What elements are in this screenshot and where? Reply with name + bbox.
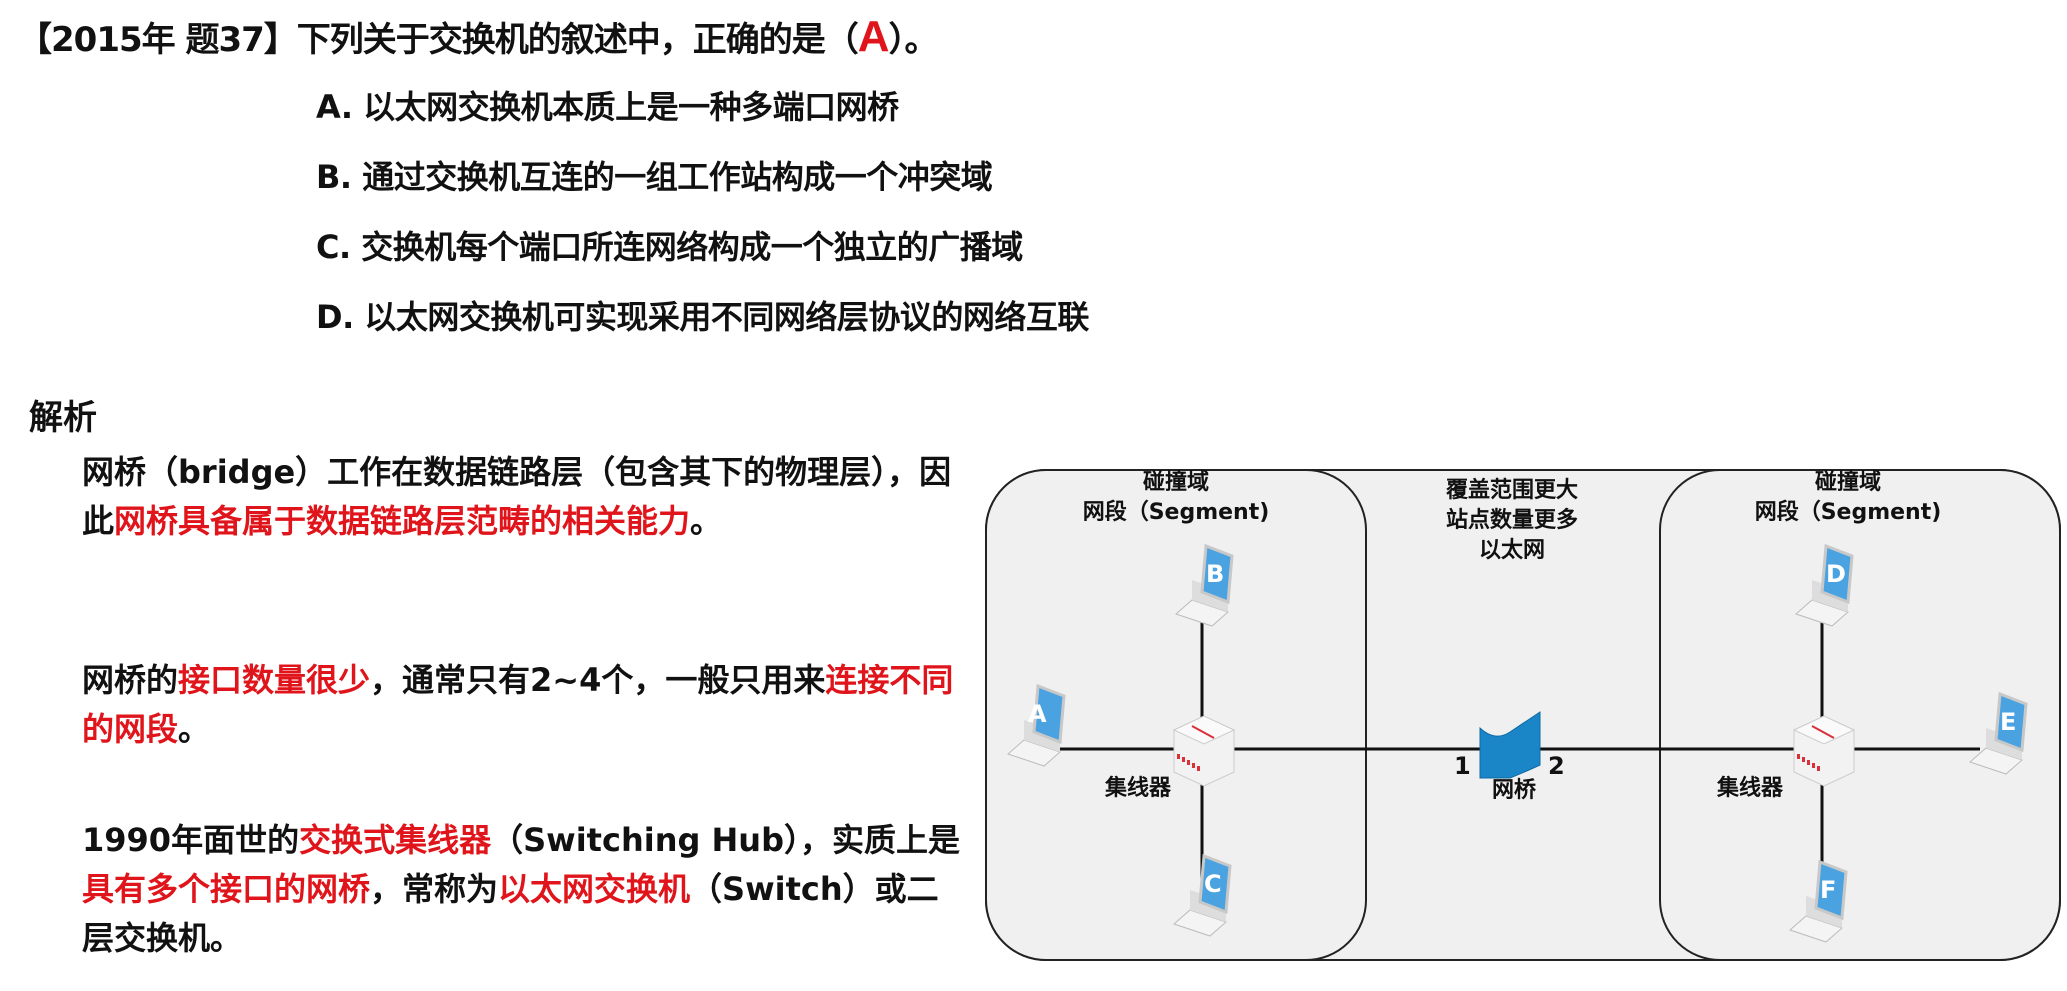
highlight: 具有多个接口的网桥 bbox=[82, 870, 371, 908]
highlight: 以太网交换机 bbox=[498, 870, 691, 908]
analysis-heading: 解析 bbox=[29, 398, 97, 438]
highlight: 连接不同的网段 bbox=[82, 661, 954, 748]
option-b: B. 通过交换机互连的一组工作站构成一个冲突域 bbox=[316, 158, 993, 196]
hub-right-icon bbox=[1793, 715, 1855, 787]
text: 。 bbox=[690, 502, 723, 540]
host-b-label: B bbox=[1206, 560, 1225, 588]
analysis-paragraph-2: 网桥的接口数量很少，通常只有2~4个，一般只用来连接不同的网段。 bbox=[82, 656, 962, 754]
host-c-label: C bbox=[1204, 870, 1222, 898]
text: 网桥的 bbox=[82, 661, 179, 699]
highlight: 接口数量很少 bbox=[178, 661, 371, 699]
right-segment-label: 碰撞域网段（Segment) bbox=[1754, 470, 1942, 525]
hub-right-label: 集线器 bbox=[1716, 776, 1784, 801]
collision-domain-right bbox=[1659, 469, 2061, 961]
option-a: A. 以太网交换机本质上是一种多端口网桥 bbox=[316, 88, 899, 126]
host-f-label: F bbox=[1820, 876, 1837, 904]
question-stem: 下列关于交换机的叙述中，正确的是（ bbox=[296, 20, 859, 60]
text: （Switching Hub），实质上是 bbox=[491, 821, 960, 859]
host-a-label: A bbox=[1028, 700, 1047, 728]
text: 。 bbox=[178, 710, 211, 748]
ethernet-label: 覆盖范围更大站点数量更多以太网 bbox=[1445, 478, 1579, 563]
question-title: 【2015年 题37】下列关于交换机的叙述中，正确的是（A）。 bbox=[18, 12, 939, 62]
host-d-label: D bbox=[1826, 560, 1846, 588]
collision-domain-left bbox=[985, 469, 1367, 961]
port-2-label: 2 bbox=[1548, 752, 1565, 780]
text: 1990年面世的 bbox=[82, 821, 300, 859]
text: ，通常只有2~4个，一般只用来 bbox=[370, 661, 826, 699]
port-1-label: 1 bbox=[1454, 752, 1471, 780]
option-c: C. 交换机每个端口所连网络构成一个独立的广播域 bbox=[316, 228, 1023, 266]
bridge-label: 网桥 bbox=[1491, 778, 1537, 803]
left-segment-label: 碰撞域网段（Segment) bbox=[1082, 470, 1270, 525]
highlight: 交换式集线器 bbox=[299, 821, 492, 859]
analysis-paragraph-3: 1990年面世的交换式集线器（Switching Hub），实质上是具有多个接口… bbox=[82, 816, 962, 963]
host-e-label: E bbox=[2000, 708, 2017, 736]
question-stem-end: ）。 bbox=[888, 20, 939, 60]
text: 网桥（bridge）工作在数据链路层（包含其下的物理层），因此 bbox=[82, 453, 952, 540]
answer-letter: A bbox=[857, 12, 890, 61]
analysis-paragraph-1: 网桥（bridge）工作在数据链路层（包含其下的物理层），因此网桥具备属于数据链… bbox=[82, 448, 962, 546]
hub-left-label: 集线器 bbox=[1104, 776, 1172, 801]
text: （Switch）或二层交换机。 bbox=[82, 870, 939, 957]
bridge-icon bbox=[1479, 711, 1541, 779]
text: ，常称为 bbox=[370, 870, 499, 908]
question-tag: 【2015年 题37】 bbox=[18, 20, 298, 60]
option-d: D. 以太网交换机可实现采用不同网络层协议的网络互联 bbox=[316, 298, 1089, 336]
highlight: 网桥具备属于数据链路层范畴的相关能力 bbox=[114, 502, 691, 540]
hub-left-icon bbox=[1173, 715, 1235, 787]
